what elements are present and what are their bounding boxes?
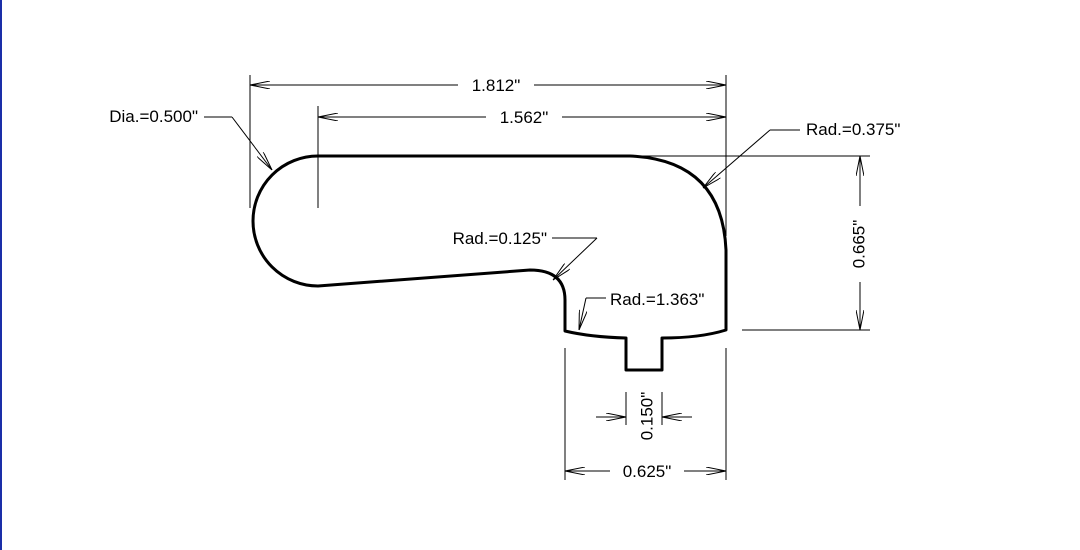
inner-width-label: 1.562": [500, 108, 549, 127]
extension-lines: [249, 75, 870, 480]
bottom-radius-label: Rad.=1.363": [610, 290, 704, 309]
dimension-tongue-width: 0.150": [596, 392, 692, 441]
tongue-width-label: 0.150": [637, 392, 656, 441]
leader-end-diameter: Dia.=0.500": [109, 107, 272, 170]
leader-bottom-radius: Rad.=1.363": [579, 290, 704, 330]
leader-inner-radius: Rad.=0.125": [453, 229, 598, 280]
height-label: 0.665": [849, 220, 868, 269]
dimension-base-width: 0.625": [565, 462, 726, 481]
left-border-line: [0, 0, 2, 550]
top-radius-label: Rad.=0.375": [806, 120, 900, 139]
handrail-profile-outline: [251, 154, 728, 372]
leader-top-radius: Rad.=0.375": [703, 120, 900, 188]
base-width-label: 0.625": [623, 462, 672, 481]
dimension-height: 0.665": [849, 156, 868, 330]
end-diameter-label: Dia.=0.500": [109, 107, 198, 126]
overall-width-label: 1.812": [472, 76, 521, 95]
inner-radius-label: Rad.=0.125": [453, 229, 547, 248]
dimension-inner-width: 1.562": [318, 108, 726, 127]
dimension-overall-width: 1.812": [250, 76, 726, 95]
